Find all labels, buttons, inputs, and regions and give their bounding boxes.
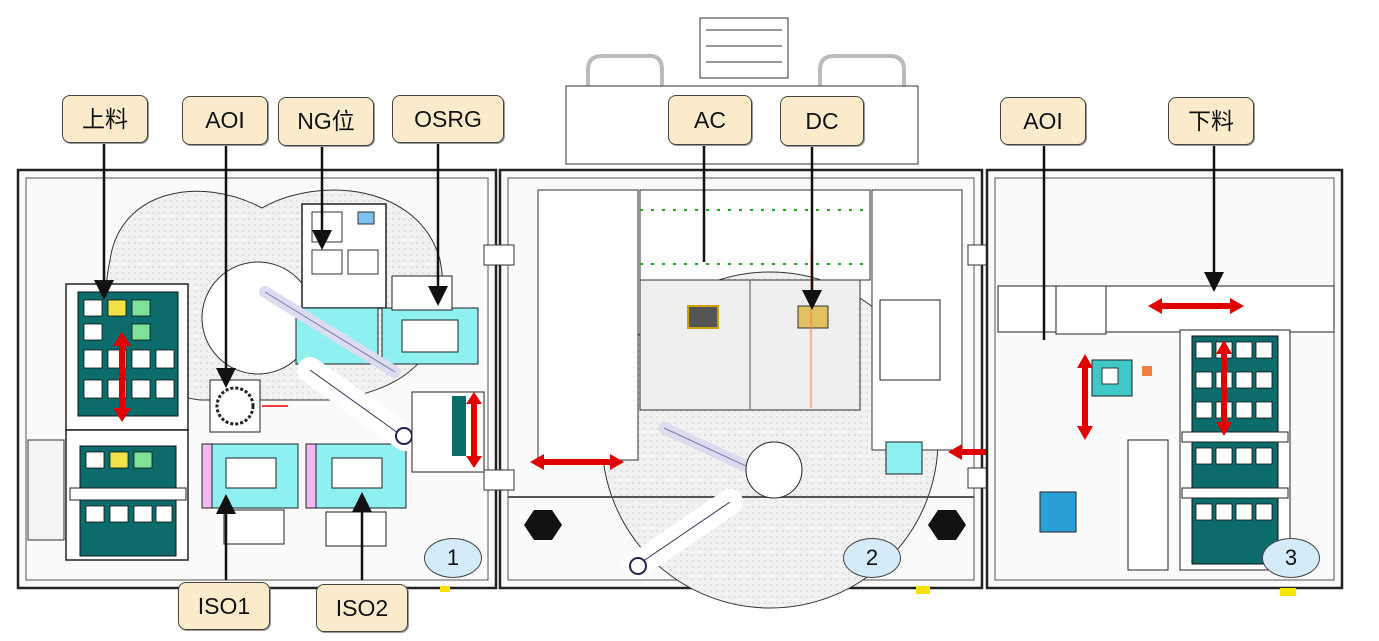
leader-lines <box>94 143 1224 580</box>
station-badge-1: 1 <box>424 538 482 578</box>
motion-arrow <box>113 332 131 422</box>
station-badge-3: 3 <box>1262 538 1320 578</box>
callout-ac: AC <box>668 95 752 145</box>
motion-arrow <box>1216 340 1232 436</box>
station-2-module <box>498 17 1040 609</box>
hex-foot <box>524 510 562 540</box>
motion-arrow <box>530 454 624 470</box>
loading-tray-stack <box>65 283 189 561</box>
callout-dc: DC <box>780 96 864 146</box>
dc-test-socket <box>797 305 829 329</box>
callout-unloading: 下料 <box>1168 97 1254 145</box>
callout-aoi-station-3: AOI <box>1000 97 1086 145</box>
callout-osrg: OSRG <box>392 95 504 143</box>
motion-arrow <box>1077 354 1093 440</box>
ng-bin <box>301 203 387 309</box>
callout-ng-position: NG位 <box>278 97 374 146</box>
callout-loading: 上料 <box>62 95 148 143</box>
callout-iso2: ISO2 <box>316 584 408 632</box>
station-badge-2: 2 <box>843 538 901 578</box>
motion-arrow <box>1148 298 1244 314</box>
station-1-robot-arm <box>259 286 418 451</box>
iso2-fixture <box>305 443 407 547</box>
unloading-tray-stack <box>1179 329 1291 571</box>
motion-arrow <box>466 392 482 468</box>
callout-aoi-station-1: AOI <box>182 96 268 145</box>
callout-iso1: ISO1 <box>178 582 270 630</box>
hex-foot <box>928 510 966 540</box>
station-3-module <box>985 168 1344 596</box>
station-2-robot-arm <box>623 422 803 579</box>
station-1-module <box>16 168 498 592</box>
ac-test-socket <box>687 305 719 329</box>
aoi-camera-1 <box>209 379 288 433</box>
